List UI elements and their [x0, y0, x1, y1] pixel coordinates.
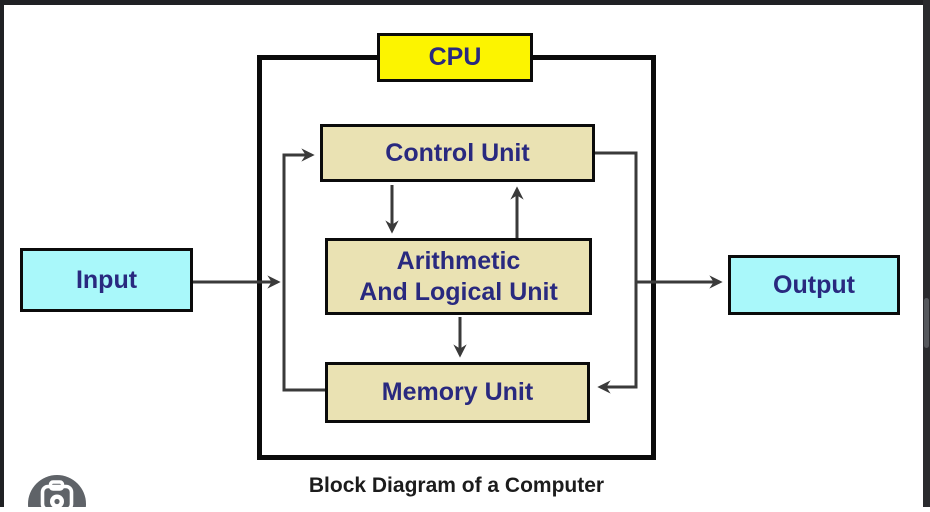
viewer-scrollbar-thumb[interactable]	[924, 298, 929, 348]
viewer-scrollbar-track	[923, 0, 930, 507]
diagram-caption: Block Diagram of a Computer	[308, 474, 605, 497]
input-label: Input	[75, 265, 138, 294]
camera-lens-button[interactable]	[26, 473, 90, 512]
output-node: Output	[728, 255, 900, 315]
memory-unit-node: Memory Unit	[325, 362, 590, 423]
memory-unit-label: Memory Unit	[381, 378, 534, 407]
alu-node: Arithmetic And Logical Unit	[325, 238, 592, 315]
control-unit-node: Control Unit	[320, 124, 595, 182]
viewer-top-edge	[0, 0, 930, 5]
cpu-label: CPU	[428, 43, 482, 72]
connector-memory-to-control-left-bus	[282, 148, 325, 392]
viewer-left-edge	[0, 0, 4, 507]
cpu-node: CPU	[377, 33, 533, 82]
output-label: Output	[773, 270, 855, 299]
alu-label-line1: Arithmetic	[396, 247, 521, 275]
camera-lens-icon	[28, 475, 86, 512]
input-node: Input	[20, 248, 193, 312]
alu-label-line2: And Logical Unit	[359, 277, 558, 306]
control-unit-label: Control Unit	[385, 138, 530, 167]
connector-control-to-memory-right-bus	[595, 151, 638, 394]
